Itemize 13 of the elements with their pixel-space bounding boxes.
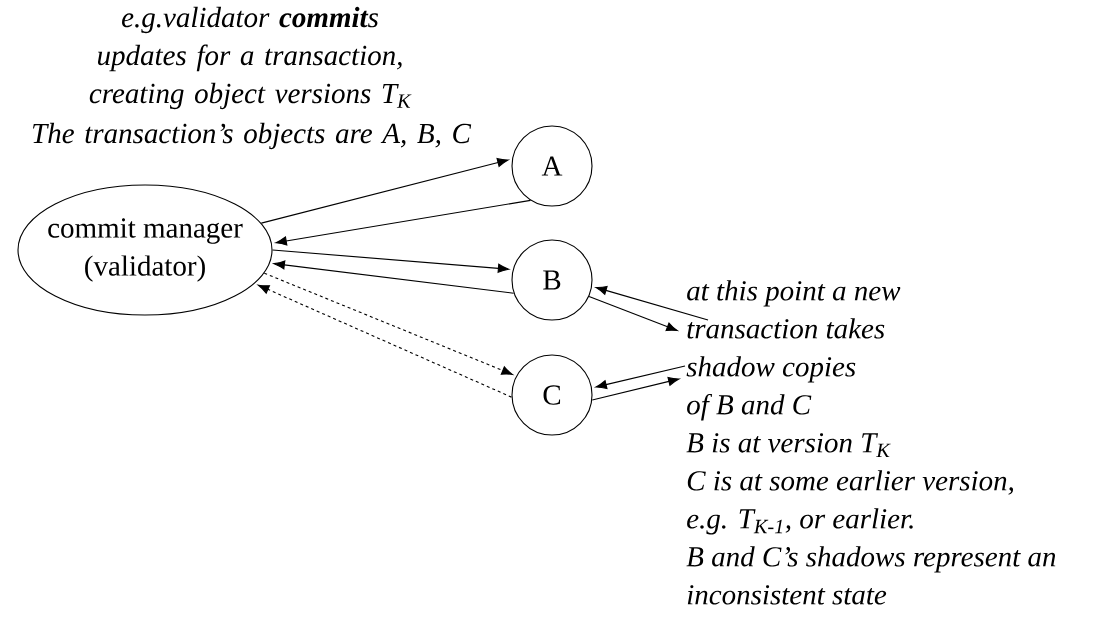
- arrow: [260, 158, 509, 224]
- note-text: The transaction’s objects are A, B, C: [33, 122, 472, 150]
- arrow: [595, 285, 709, 321]
- arrow: [263, 272, 513, 375]
- note-text: at this point a new transaction takes shadow copies of B and C B is at version T$_{K}$ C is at some earlier version, e.g. T$_{K-1}$, or earlier. B and C’s shadows represent an inconsistent state: [686, 280, 1056, 605]
- arrow: [595, 365, 686, 390]
- arrow: [588, 295, 678, 332]
- arrow: [273, 260, 515, 294]
- arrow: [591, 376, 680, 401]
- arrow: [275, 199, 532, 246]
- note-text: e.g.validator commits updates for a transaction, creating object versions T$_{K}$: [89, 6, 412, 110]
- arrow: [257, 284, 513, 398]
- arrow: [272, 249, 510, 273]
